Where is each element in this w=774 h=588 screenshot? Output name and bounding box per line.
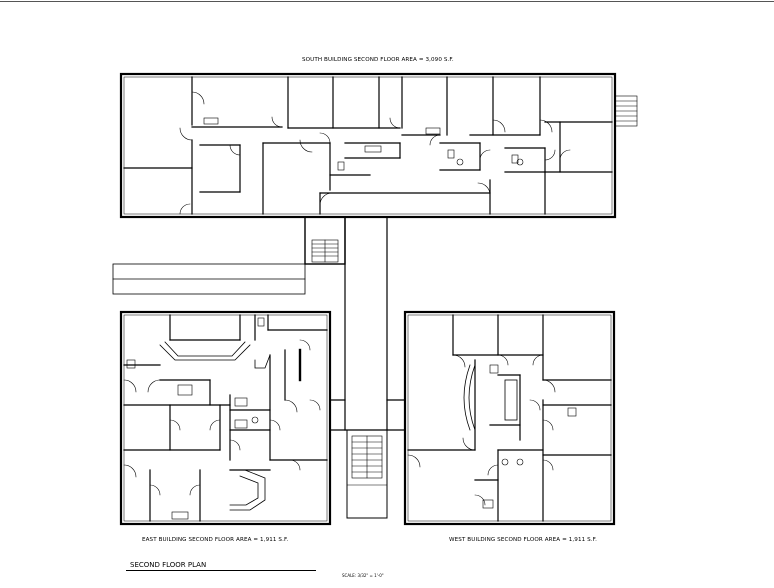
sheet-title: SECOND FLOOR PLAN (130, 561, 207, 569)
scale-note: SCALE: 3/32" = 1'-0" (342, 573, 384, 578)
connector-corridor (112, 216, 406, 519)
east-building-area-label: EAST BUILDING SECOND FLOOR AREA = 1,911 … (142, 537, 289, 543)
east-building (119, 310, 332, 526)
west-building (403, 310, 616, 526)
sheet-border-top (0, 1, 774, 2)
sheet-title-underline (126, 570, 316, 571)
west-building-area-label: WEST BUILDING SECOND FLOOR AREA = 1,911 … (449, 537, 597, 543)
south-building (119, 72, 638, 219)
south-building-area-label: SOUTH BUILDING SECOND FLOOR AREA = 3,090… (302, 57, 454, 63)
